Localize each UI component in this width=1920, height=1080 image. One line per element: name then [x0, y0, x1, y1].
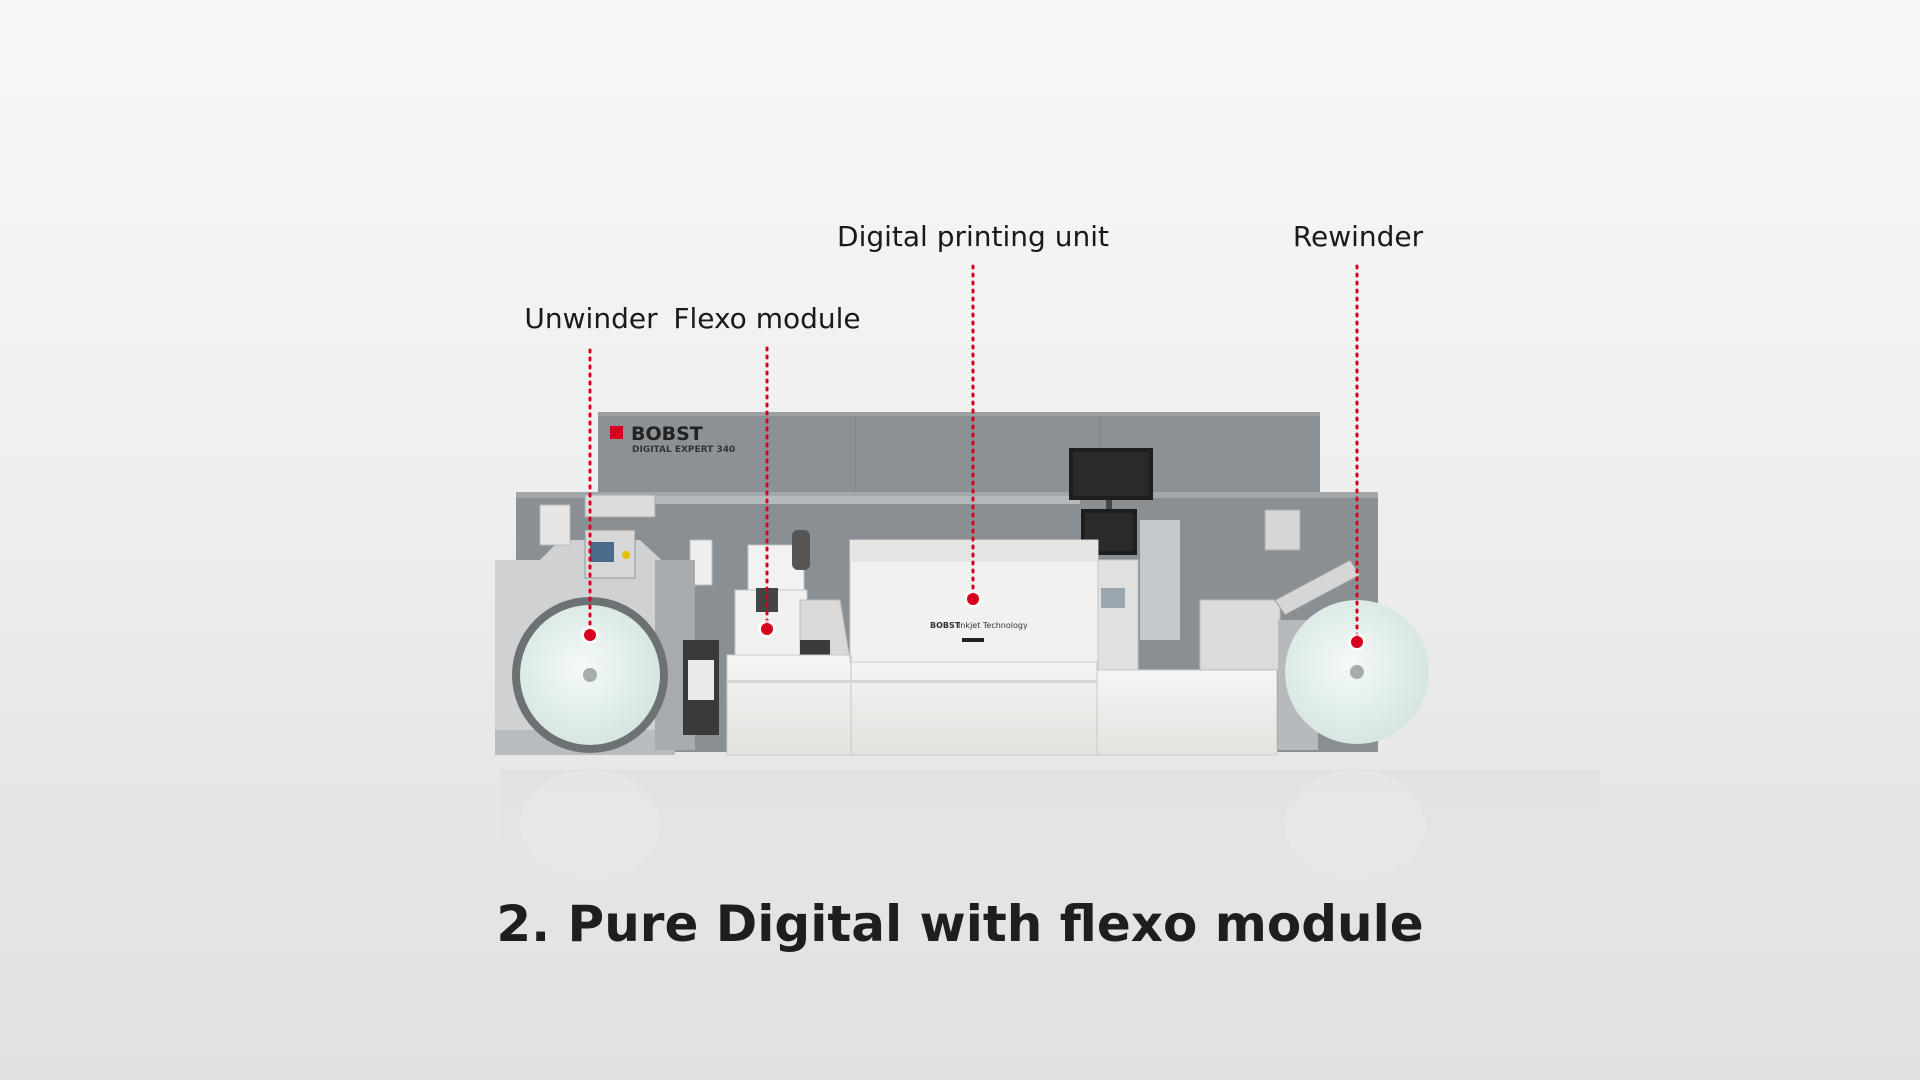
- unit-brand: BOBST: [930, 621, 961, 630]
- page-caption: 2. Pure Digital with flexo module: [496, 895, 1424, 953]
- flexo-module-label: Flexo module: [673, 302, 861, 335]
- brand-name: BOBST: [631, 423, 703, 445]
- digital-printing-unit-label: Digital printing unit: [837, 220, 1109, 253]
- digital-printing-unit-body: BOBST Inkjet Technology: [726, 539, 1278, 756]
- unit-technology-text: Inkjet Technology: [958, 621, 1028, 630]
- unwinder-frame: [495, 494, 719, 755]
- rewinder-frame: [1140, 509, 1429, 750]
- callout-markers: [581, 264, 1366, 651]
- model-name: DIGITAL EXPERT 340: [632, 445, 735, 455]
- brand-logo: BOBST DIGITAL EXPERT 340: [610, 423, 735, 455]
- floor-reflection: [500, 770, 1600, 880]
- unwinder-label: Unwinder: [524, 302, 658, 335]
- rewinder-label: Rewinder: [1292, 220, 1424, 253]
